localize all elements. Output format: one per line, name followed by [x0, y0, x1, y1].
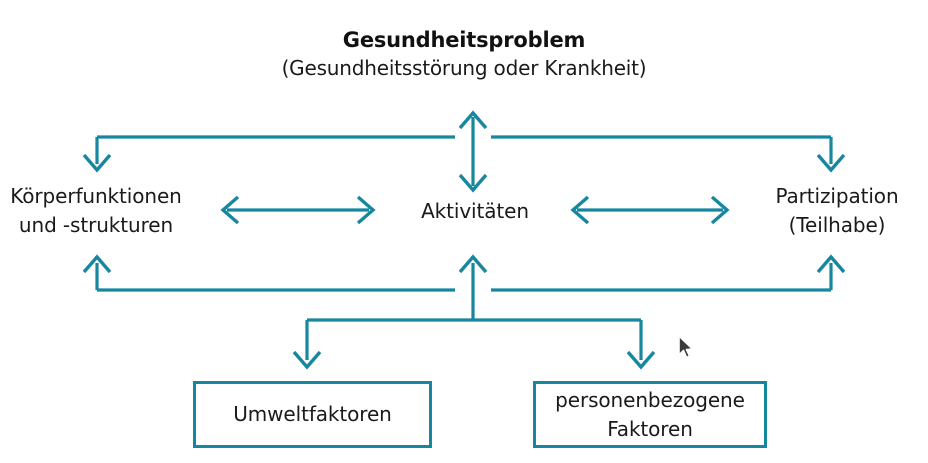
center-up-arrow-head	[458, 254, 488, 274]
node-label-personal-factors: personenbezogene Faktoren	[555, 387, 745, 441]
personal-branch-arrowhead	[626, 350, 656, 370]
left-horizontal-double-arrow-head-right	[356, 195, 376, 225]
node-label-body-functions: Körperfunktionen und -strukturen	[10, 184, 182, 237]
bottom-left-riser-arrowhead	[82, 254, 112, 274]
right-horizontal-double-arrow-head-left	[570, 195, 590, 225]
page-title: Gesundheitsproblem	[342, 28, 586, 52]
environment-branch-arrowhead	[292, 350, 322, 370]
center-vertical-double-arrow-head-up	[458, 110, 488, 130]
diagram-title-block: Gesundheitsproblem (Gesundheitsstörung o…	[164, 27, 764, 82]
right-horizontal-double-arrow-head-right	[710, 195, 730, 225]
node-label-participation: Partizipation (Teilhabe)	[775, 184, 899, 237]
box-environmental-factors: Umweltfaktoren	[193, 381, 432, 448]
page-subtitle: (Gesundheitsstörung oder Krankheit)	[281, 56, 647, 80]
bottom-right-riser-arrowhead	[816, 254, 846, 274]
node-label-environmental-factors: Umweltfaktoren	[233, 402, 392, 426]
box-personal-factors: personenbezogene Faktoren	[533, 381, 767, 448]
center-vertical-double-arrow-head-down	[458, 173, 488, 193]
top-right-drop-arrowhead	[816, 153, 846, 173]
node-label-activities: Aktivitäten	[421, 199, 529, 223]
left-horizontal-double-arrow-head-left	[220, 195, 240, 225]
top-left-drop-arrowhead	[82, 153, 112, 173]
